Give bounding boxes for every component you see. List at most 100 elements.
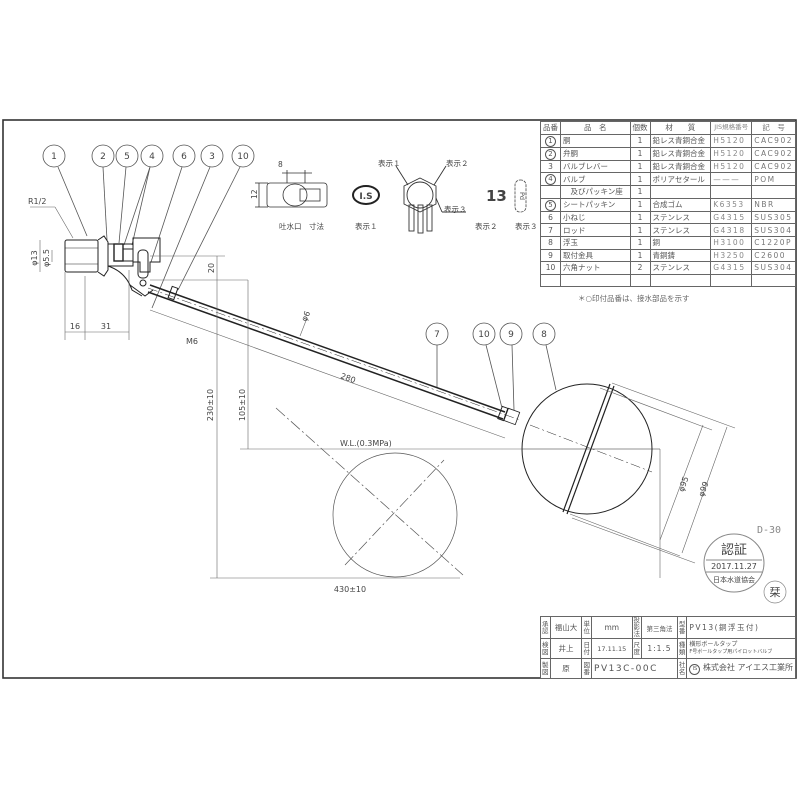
part-qty: 1 (629, 235, 651, 250)
part-code: C2600 (751, 248, 796, 263)
part-code (751, 185, 796, 199)
part-material (649, 273, 712, 288)
svg-text:230±10: 230±10 (206, 389, 215, 421)
model-value: PV13(銅浮玉付) (686, 616, 796, 639)
part-name: 胴 (560, 133, 631, 148)
float-rod (147, 284, 521, 426)
drawn-label: 製図 (540, 658, 551, 679)
parts-table-header: 品番 品 名 個数 材 質 JIS規格番号 記 号 (540, 121, 796, 135)
svg-text:表示３: 表示３ (444, 204, 467, 214)
part-number (540, 185, 561, 199)
part-qty: 1 (629, 185, 651, 199)
part-name: 弁胴 (560, 146, 631, 161)
part-balloon-labels-lower: 7 10 9 8 (434, 330, 547, 340)
date-value: 17.11.15 (591, 638, 633, 659)
part-number: 4 (540, 172, 561, 187)
mark-pd: Pd (514, 179, 527, 213)
circled-number: 4 (545, 174, 556, 186)
type-label: 種類 (676, 638, 688, 659)
circled-number: 2 (545, 148, 556, 160)
part-name: シートパッキン (560, 197, 631, 212)
svg-text:8: 8 (278, 160, 283, 169)
drawing-frame (2, 119, 797, 679)
part-material: 鉛レス青銅合金 (649, 133, 712, 148)
outlet-detail (255, 170, 328, 208)
header-name: 品 名 (560, 121, 631, 135)
part-material: 銅 (649, 235, 712, 250)
part-material: 鉛レス青銅合金 (649, 159, 712, 174)
part-material: ステンレス (649, 261, 712, 275)
svg-text:表示１: 表示１ (355, 221, 378, 231)
circled-number: 1 (545, 135, 556, 147)
type-line-1: 横形ボールタップ (689, 641, 738, 648)
part-balloons-lower (425, 322, 557, 411)
svg-text:日本水道協会: 日本水道協会 (713, 575, 755, 584)
valve-body (64, 235, 161, 297)
scale-value: 1:1.5 (641, 638, 678, 659)
svg-text:5: 5 (124, 152, 130, 162)
part-jis: ——— (710, 172, 753, 187)
part-jis: K6353 (710, 197, 753, 212)
checked-label: 検図 (540, 638, 551, 659)
svg-text:栞: 栞 (770, 586, 781, 599)
part-number: 7 (540, 223, 561, 237)
part-jis: H5120 (710, 133, 753, 148)
model-label: 型番 (676, 616, 688, 639)
part-code: C1220P (751, 235, 796, 250)
part-material: ポリアセタール (649, 172, 712, 187)
part-qty: 2 (629, 261, 651, 275)
approved-by: 福山大 (549, 616, 583, 639)
part-number (540, 273, 561, 288)
stamp-code: D-30 (757, 525, 782, 536)
mounting-bracket (503, 407, 521, 426)
part-jis (710, 185, 753, 199)
svg-text:8: 8 (541, 330, 547, 340)
part-name: バルブレバー (560, 159, 631, 174)
svg-text:7: 7 (434, 330, 440, 340)
hex-valve-view (395, 165, 466, 234)
svg-text:12: 12 (250, 189, 259, 199)
svg-text:表示３: 表示３ (515, 221, 538, 231)
svg-text:Pd: Pd (518, 192, 526, 200)
svg-text:16: 16 (70, 322, 80, 331)
part-code: CAC902 (751, 146, 796, 161)
part-jis: H3100 (710, 235, 753, 250)
part-code: SUS304 (751, 223, 796, 237)
part-qty: 1 (629, 210, 651, 225)
drawn-by: 原 (549, 658, 583, 679)
part-code (751, 273, 796, 288)
checked-by: 井上 (549, 638, 583, 659)
hex-nut-rod-end (497, 405, 509, 422)
part-name: ロッド (560, 223, 631, 237)
svg-text:認証: 認証 (721, 542, 747, 558)
title-block: 承認 福山大 単位 mm 投影法 第三角法 型番 PV13(銅浮玉付) 検図 井… (540, 616, 796, 679)
mark-is-logo: I.S (352, 185, 380, 205)
part-code: CAC902 (751, 133, 796, 148)
svg-text:9: 9 (508, 330, 514, 340)
svg-text:表示１: 表示１ (378, 158, 401, 168)
part-name: 六角ナット (560, 261, 631, 275)
company-label: 社名 (676, 658, 688, 679)
svg-text:10: 10 (478, 330, 490, 340)
part-number: 5 (540, 197, 561, 212)
part-jis: H5120 (710, 146, 753, 161)
svg-text:表示２: 表示２ (475, 221, 498, 231)
header-jis: JIS規格番号 (710, 121, 753, 135)
company-name: 株式会社 アイエス工業所 (702, 663, 793, 672)
svg-text:10: 10 (237, 152, 249, 162)
svg-text:φ99: φ99 (697, 480, 711, 498)
copper-float-ball (521, 383, 660, 515)
svg-text:φ13: φ13 (30, 250, 39, 265)
part-material: ステンレス (649, 223, 712, 237)
parts-table-row (540, 273, 796, 288)
part-balloon-labels-top: 1 2 5 4 6 3 10 (51, 152, 249, 162)
part-qty: 1 (629, 248, 651, 263)
part-number: 8 (540, 235, 561, 250)
